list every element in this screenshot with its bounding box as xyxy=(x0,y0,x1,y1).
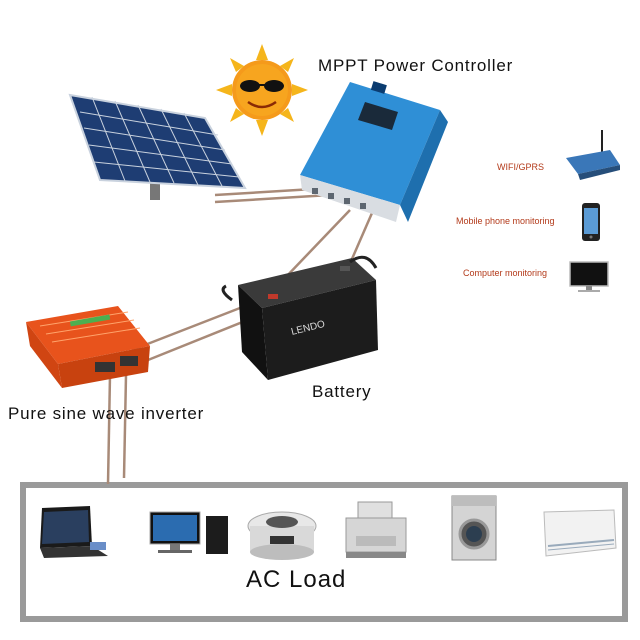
ac-load-frame xyxy=(20,482,628,622)
computer-monitoring-label: Computer monitoring xyxy=(463,268,548,278)
wire-inverter-load-1 xyxy=(106,374,112,485)
battery-label: Battery xyxy=(312,382,372,401)
printer-icon xyxy=(345,501,407,558)
wifi-gprs-module-icon xyxy=(566,130,620,180)
mppt-controller-icon xyxy=(300,81,448,222)
washing-machine-icon xyxy=(451,495,497,561)
mobile-monitoring-label: Mobile phone monitoring xyxy=(456,216,555,226)
wire-panel-controller-2 xyxy=(214,193,331,204)
controller-label: MPPT Power Controller xyxy=(318,56,514,75)
wifi-gprs-label: WIFI/GPRS xyxy=(497,162,544,172)
sun-icon xyxy=(216,44,308,136)
desktop-computer-icon xyxy=(149,511,228,554)
battery-icon: LENDO xyxy=(221,255,378,380)
mobile-phone-icon xyxy=(582,203,600,241)
laptop-icon xyxy=(40,506,108,558)
rice-cooker-icon xyxy=(247,511,317,560)
wire-inverter-load-2 xyxy=(122,374,128,479)
solar-panel-icon xyxy=(68,93,247,200)
computer-monitor-icon xyxy=(569,261,609,292)
air-conditioner-icon xyxy=(543,509,617,557)
inverter-icon xyxy=(26,306,150,388)
inverter-label: Pure sine wave inverter xyxy=(8,404,205,423)
ac-load-label: AC Load xyxy=(246,566,347,593)
wire-battery-inverter-1 xyxy=(131,306,241,352)
